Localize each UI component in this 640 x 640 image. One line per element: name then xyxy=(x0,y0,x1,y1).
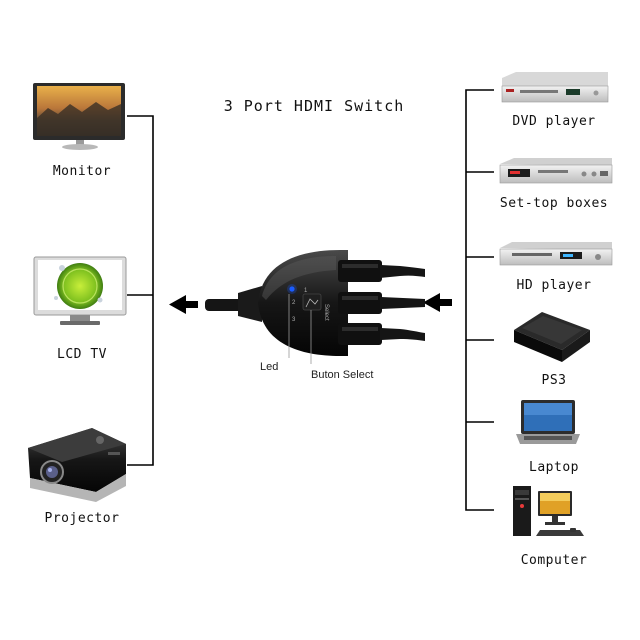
port-mark-2: 2 xyxy=(292,300,296,306)
computer-icon xyxy=(513,486,584,536)
diagram-title: 3 Port HDMI Switch xyxy=(224,97,405,115)
output-label-projector: Projector xyxy=(45,511,120,526)
input-label-computer: Computer xyxy=(521,553,588,568)
hdmi-plug-2 xyxy=(338,292,425,314)
projector-icon xyxy=(28,428,126,502)
output-label-lcd-tv: LCD TV xyxy=(57,347,107,362)
monitor-icon xyxy=(33,83,125,150)
lcd-tv-icon xyxy=(33,256,127,325)
input-label-laptop: Laptop xyxy=(529,460,579,475)
input-connector-lines xyxy=(465,89,494,511)
hand-icon xyxy=(305,298,319,308)
hdmi-plug-1 xyxy=(338,260,425,282)
button-select-label: Buton Select xyxy=(311,369,373,381)
left-arrow-icon xyxy=(169,295,198,314)
hd-player-icon xyxy=(499,242,613,266)
select-button[interactable] xyxy=(302,293,322,311)
dvd-player-icon xyxy=(501,72,609,103)
left-arrow-icon xyxy=(423,293,452,312)
output-connector-lines xyxy=(127,115,154,466)
input-label-dvd-player: DVD player xyxy=(512,114,595,129)
port-mark-1: 1 xyxy=(304,288,308,294)
port-mark-3: 3 xyxy=(292,317,296,323)
input-label-ps3: PS3 xyxy=(542,373,567,388)
laptop-icon xyxy=(516,400,580,444)
ps3-console-icon xyxy=(514,312,590,362)
select-mark: Select xyxy=(323,304,329,321)
status-led-icon xyxy=(289,286,295,292)
output-label-monitor: Monitor xyxy=(53,164,111,179)
led-label: Led xyxy=(260,361,278,373)
hdmi-plug-3 xyxy=(338,323,425,345)
input-label-hd-player: HD player xyxy=(517,278,592,293)
input-label-set-top-boxes: Set-top boxes xyxy=(500,196,608,211)
set-top-box-icon xyxy=(499,158,613,184)
hdmi-switch-device: 1 2 3 Select xyxy=(205,250,425,356)
